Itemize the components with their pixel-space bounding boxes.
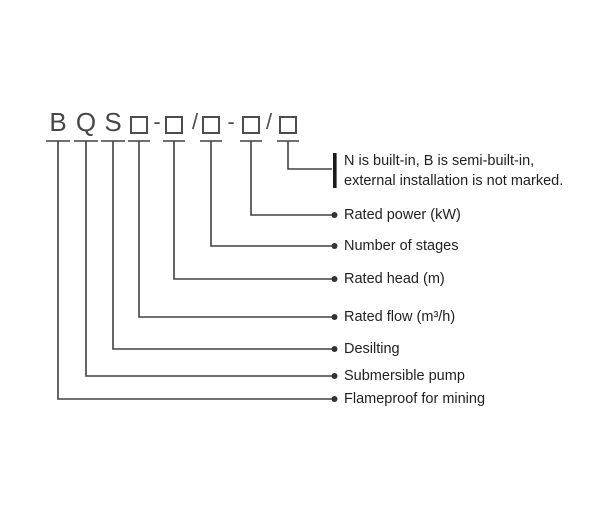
note-end-bar	[333, 153, 337, 188]
connector-rated-power	[250, 141, 334, 216]
connector-submersible-pump	[85, 141, 334, 377]
code-placeholder-box-3	[202, 116, 220, 134]
label-installation-note-line1: N is built-in, B is semi-built-in,	[344, 153, 535, 169]
connector-installation-note	[287, 141, 332, 170]
code-letter-q: Q	[75, 107, 97, 137]
label-installation-note: N is built-in, B is semi-built-in, exter…	[344, 151, 563, 191]
code-placeholder-box-5	[279, 116, 297, 134]
code-placeholder-box-4	[242, 116, 260, 134]
label-submersible-pump: Submersible pump	[344, 368, 465, 384]
label-installation-note-line2: external installation is not marked.	[344, 173, 564, 189]
code-separator-dash-2: -	[227, 109, 235, 134]
code-letter-b: B	[49, 107, 67, 137]
bullet-rated-head	[331, 276, 338, 282]
label-desilting: Desilting	[344, 341, 400, 357]
code-separator-dash-1: -	[153, 109, 161, 134]
bullet-number-of-stages	[331, 243, 338, 249]
bullet-rated-flow	[331, 314, 338, 320]
code-placeholder-box-2	[165, 116, 183, 134]
connector-rated-head	[173, 141, 334, 280]
connector-desilting	[112, 141, 334, 350]
code-separator-slash-2: /	[265, 109, 273, 134]
label-rated-power: Rated power (kW)	[344, 207, 461, 223]
code-placeholder-box-1	[130, 116, 148, 134]
bullet-submersible-pump	[331, 373, 338, 379]
label-rated-flow: Rated flow (m³/h)	[344, 309, 456, 325]
bullet-desilting	[331, 346, 338, 352]
code-separator-slash-1: /	[191, 109, 199, 134]
connector-flameproof	[57, 141, 334, 400]
label-rated-head: Rated head (m)	[344, 271, 445, 287]
label-flameproof: Flameproof for mining	[344, 391, 486, 407]
bullet-flameproof	[331, 396, 338, 402]
connector-rated-flow	[138, 141, 334, 318]
label-number-of-stages: Number of stages	[344, 238, 459, 254]
connector-number-of-stages	[210, 141, 334, 247]
code-letter-s: S	[104, 107, 122, 137]
bullet-rated-power	[331, 212, 338, 218]
